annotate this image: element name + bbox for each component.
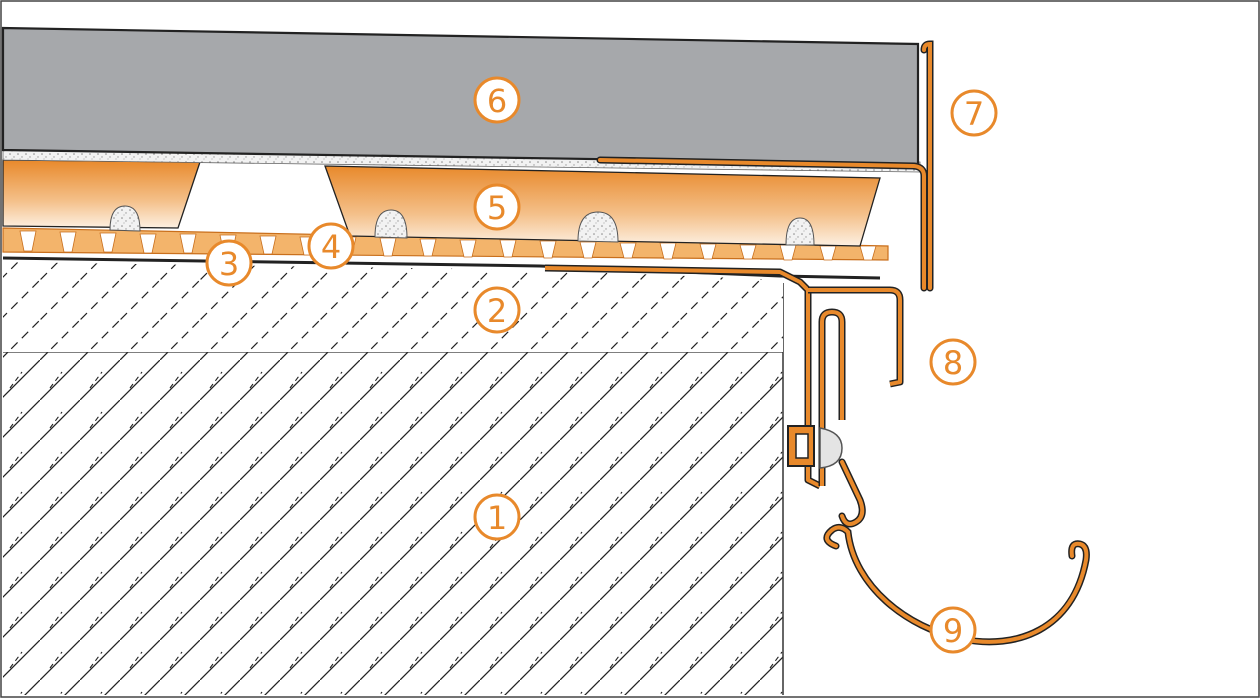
- callout-1: 1: [473, 493, 521, 541]
- screed-layer: [3, 262, 783, 352]
- svg-text:3: 3: [219, 245, 239, 283]
- svg-text:2: 2: [487, 292, 507, 330]
- svg-text:4: 4: [321, 228, 341, 266]
- svg-text:1: 1: [487, 499, 507, 537]
- callout-5: 5: [473, 183, 521, 231]
- callout-6: 6: [473, 76, 521, 124]
- svg-text:8: 8: [943, 344, 963, 382]
- callout-4: 4: [307, 222, 355, 270]
- callout-9: 9: [929, 606, 977, 654]
- callout-8: 8: [929, 338, 977, 386]
- concrete-slab: [3, 283, 784, 695]
- drip-edge-profile: [544, 264, 904, 490]
- edge-profile: [596, 40, 934, 292]
- svg-text:6: 6: [487, 82, 507, 120]
- callout-7: 7: [950, 89, 998, 137]
- callout-3: 3: [205, 239, 253, 287]
- svg-text:9: 9: [943, 612, 963, 650]
- svg-text:7: 7: [964, 95, 984, 133]
- mortar-bed: [2, 159, 881, 247]
- tile-covering: [1, 26, 921, 173]
- svg-text:5: 5: [487, 189, 507, 227]
- callout-2: 2: [473, 286, 521, 334]
